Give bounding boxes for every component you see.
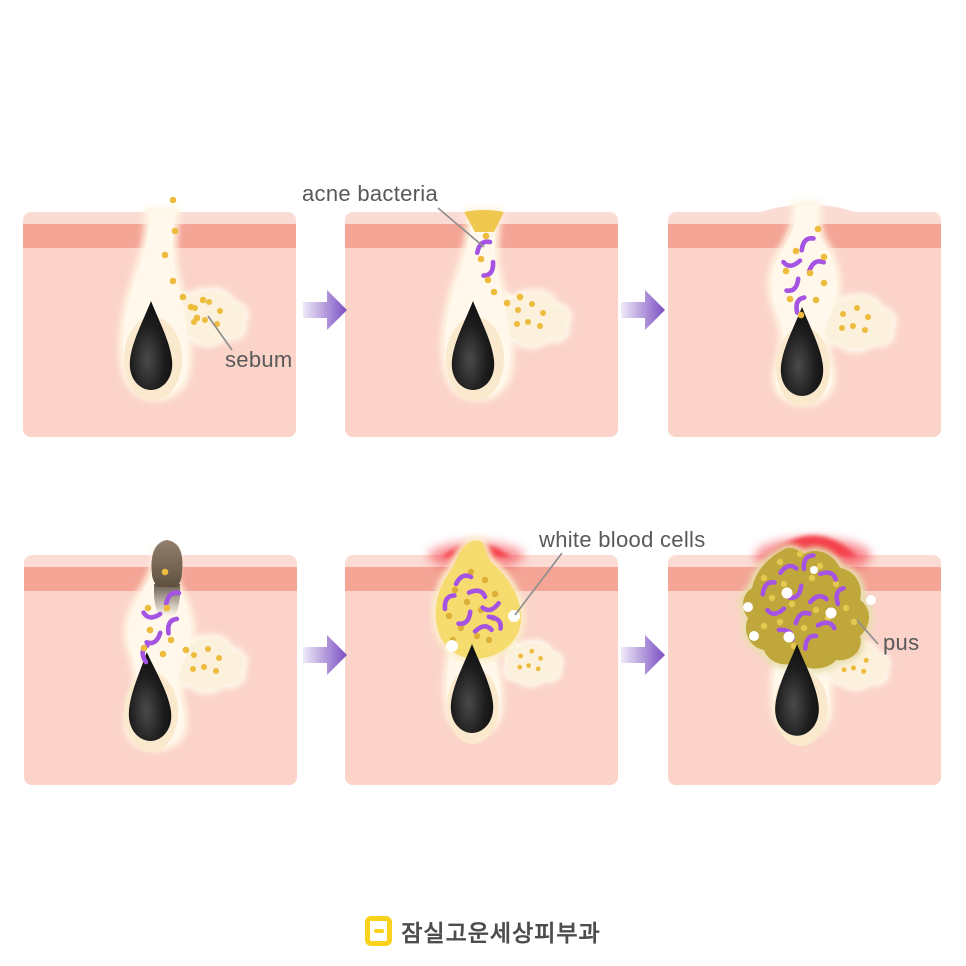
stage-5-illustration (345, 536, 618, 785)
clinic-logo-icon (365, 916, 393, 946)
stage-2-illustration (345, 206, 618, 437)
stage-6-panel (668, 510, 941, 785)
stage-6-illustration (668, 535, 941, 785)
minus-icon (373, 929, 384, 933)
sebum-label: sebum (225, 347, 293, 372)
white-blood-cells-label: white blood cells (539, 527, 706, 552)
clinic-logo: 잠실고운세상피부과 (0, 914, 966, 948)
stage-1-panel (23, 167, 296, 437)
stage-4-panel (24, 510, 297, 785)
acne-bacteria-label: acne bacteria (302, 181, 438, 206)
arrow-icon (621, 288, 665, 332)
arrow-icon (303, 288, 347, 332)
stage-1-illustration (23, 196, 296, 437)
stage-4-illustration (24, 540, 297, 785)
clinic-name: 잠실고운세상피부과 (401, 920, 601, 946)
stage-5-panel (345, 510, 618, 785)
stage-2-panel (345, 167, 618, 437)
stage-3-panel (668, 167, 941, 437)
stage-3-illustration (668, 200, 941, 437)
arrow-icon (303, 633, 347, 677)
arrow-icon (621, 633, 665, 677)
pus-label: pus (883, 630, 920, 655)
